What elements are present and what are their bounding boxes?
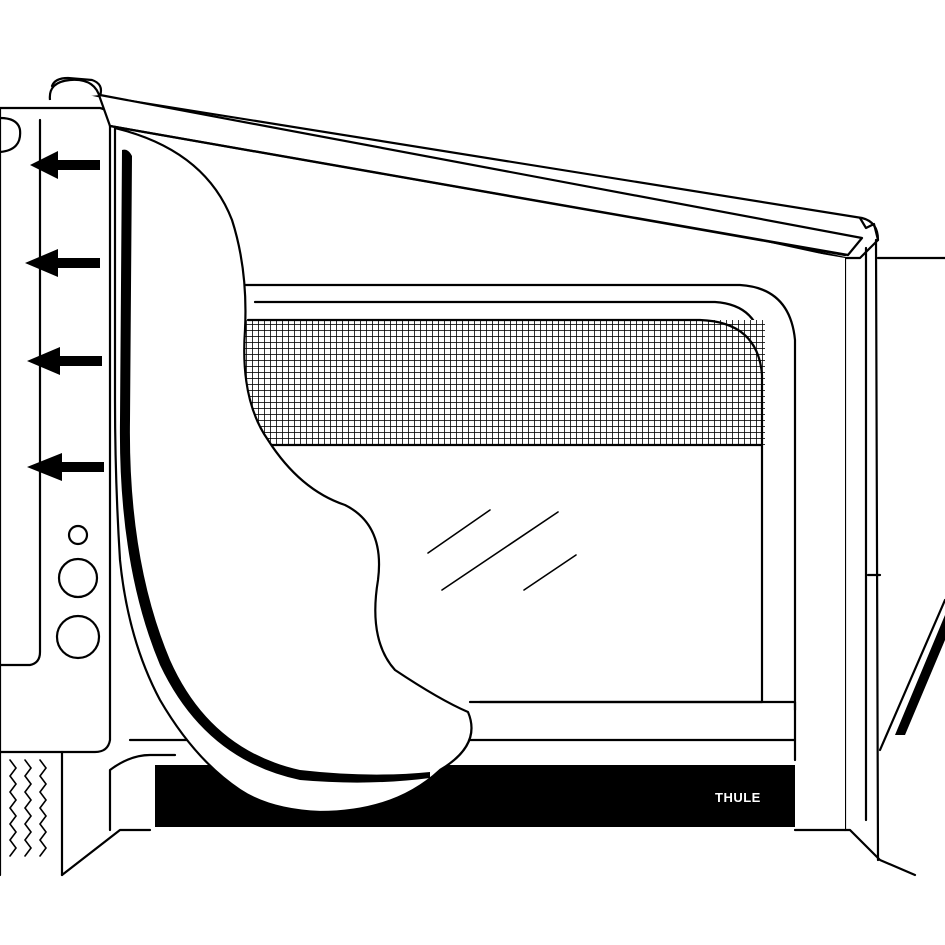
floor (60, 598, 945, 877)
body-circle-upper (57, 557, 99, 599)
direction-arrows (25, 151, 104, 481)
mesh-window (245, 320, 765, 445)
thule-logo: THULE (715, 790, 761, 805)
arrow-left-icon (25, 249, 100, 277)
wheel-tread (0, 750, 64, 877)
vehicle-body (0, 106, 112, 754)
fabric-flap (113, 126, 473, 814)
body-small-circle (67, 524, 89, 546)
body-circle-lower (55, 614, 101, 660)
arrow-left-icon (30, 151, 100, 179)
arrow-left-icon (27, 347, 102, 375)
side-pole (843, 238, 945, 862)
awning-bar (48, 76, 880, 260)
arrow-left-icon (27, 453, 104, 481)
